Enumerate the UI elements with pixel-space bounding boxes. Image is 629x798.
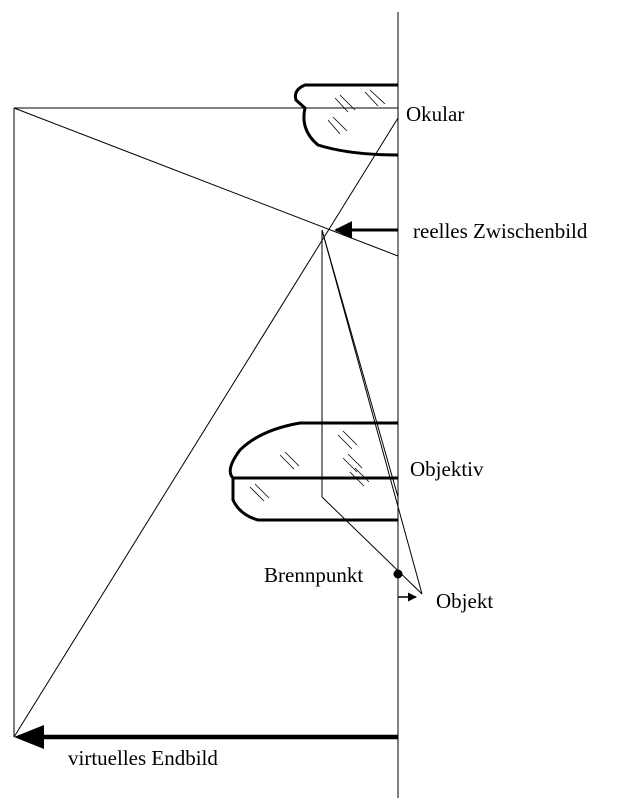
- objective-lens: [228, 421, 398, 522]
- label-objektiv: Objektiv: [410, 457, 484, 481]
- focal-point: [393, 569, 403, 579]
- label-zwischenbild: reelles Zwischenbild: [413, 219, 588, 243]
- label-endbild: virtuelles Endbild: [68, 746, 218, 770]
- virtual-image-arrowhead: [14, 725, 44, 749]
- eyepiece-lens: [293, 83, 399, 157]
- light-rays: [13, 107, 423, 738]
- label-objekt: Objekt: [436, 589, 493, 613]
- label-okular: Okular: [406, 102, 464, 126]
- label-brennpunkt: Brennpunkt: [264, 563, 363, 587]
